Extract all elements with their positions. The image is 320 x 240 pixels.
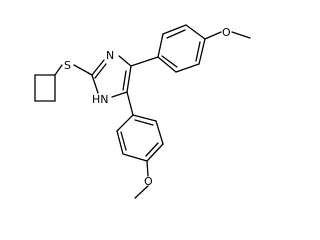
imidazole-ring [91, 55, 132, 98]
ring-nitrogen-label: N [106, 49, 114, 62]
structure-drawing: S N HN O O [34, 24, 251, 199]
thioether-bonds [73, 64, 93, 76]
oxygen-top-label: O [222, 26, 231, 39]
lower-methoxyphenyl-group [116, 91, 164, 199]
oxygen-bottom-label: O [144, 175, 153, 188]
sulfur-atom-label: S [64, 59, 71, 72]
ring-nh-label: HN [92, 93, 109, 106]
cyclobutyl-group [34, 64, 63, 102]
molecule-canvas: S N HN O O [34, 24, 251, 199]
upper-methoxyphenyl-group [130, 24, 251, 73]
